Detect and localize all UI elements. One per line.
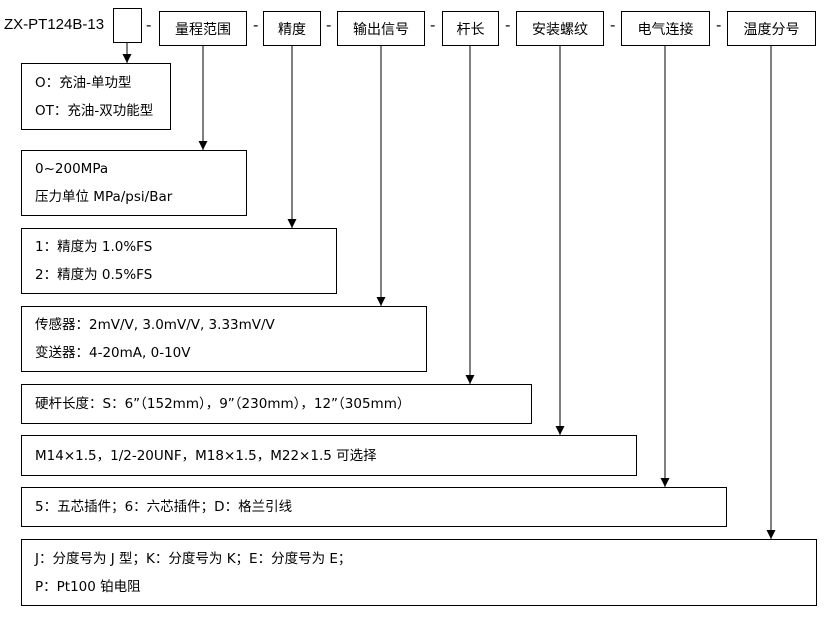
option-line: 传感器：2mV/V, 3.0mV/V, 3.33mV/V <box>35 317 275 333</box>
option-box-rod-length: 硬杆长度：S：6”（152mm），9”（230mm），12”（305mm） <box>21 384 532 424</box>
option-box-temperature-type: J：分度号为 J 型；K：分度号为 K；E：分度号为 E； P：Pt100 铂电… <box>21 539 817 606</box>
option-box-mounting-thread: M14×1.5，1/2-20UNF，M18×1.5，M22×1.5 可选择 <box>21 435 637 476</box>
option-box-fill: O：充油-单功型 OT：充油-双功能型 <box>21 63 171 130</box>
header-electrical-connection: 电气连接 <box>621 11 710 46</box>
option-line: 0~200MPa <box>35 161 109 177</box>
option-box-range: 0~200MPa 压力单位 MPa/psi/Bar <box>21 150 247 216</box>
option-line: 5：五芯插件；6：六芯插件；D：格兰引线 <box>35 499 293 515</box>
header-range: 量程范围 <box>159 11 247 46</box>
option-line: 1：精度为 1.0%FS <box>35 239 153 255</box>
separator: - <box>610 16 616 34</box>
separator: - <box>716 16 722 34</box>
option-box-output-signal: 传感器：2mV/V, 3.0mV/V, 3.33mV/V 变送器：4-20mA,… <box>21 306 427 372</box>
fill-option-code-box <box>113 8 142 43</box>
header-accuracy: 精度 <box>263 11 321 46</box>
option-box-electrical-connection: 5：五芯插件；6：六芯插件；D：格兰引线 <box>21 487 727 527</box>
option-line: P：Pt100 铂电阻 <box>35 578 141 595</box>
option-line: 压力单位 MPa/psi/Bar <box>35 189 173 205</box>
option-line: J：分度号为 J 型；K：分度号为 K；E：分度号为 E； <box>35 550 352 567</box>
header-output-signal: 输出信号 <box>337 11 425 46</box>
option-line: 硬杆长度：S：6”（152mm），9”（230mm），12”（305mm） <box>35 396 411 412</box>
option-line: 2：精度为 0.5%FS <box>35 267 153 283</box>
separator: - <box>326 16 332 34</box>
option-line: M14×1.5，1/2-20UNF，M18×1.5，M22×1.5 可选择 <box>35 447 377 464</box>
header-mounting-thread: 安装螺纹 <box>516 11 604 46</box>
separator: - <box>146 16 152 34</box>
option-line: OT：充油-双功能型 <box>35 102 154 119</box>
separator: - <box>505 16 511 34</box>
separator: - <box>430 16 436 34</box>
model-number: ZX-PT124B-13 <box>4 16 105 33</box>
option-line: O：充油-单功型 <box>35 74 132 91</box>
header-rod-length: 杆长 <box>442 11 499 46</box>
option-box-accuracy: 1：精度为 1.0%FS 2：精度为 0.5%FS <box>21 228 337 294</box>
header-temperature-type: 温度分号 <box>727 11 816 46</box>
separator: - <box>253 16 259 34</box>
option-line: 变送器：4-20mA, 0-10V <box>35 345 191 361</box>
